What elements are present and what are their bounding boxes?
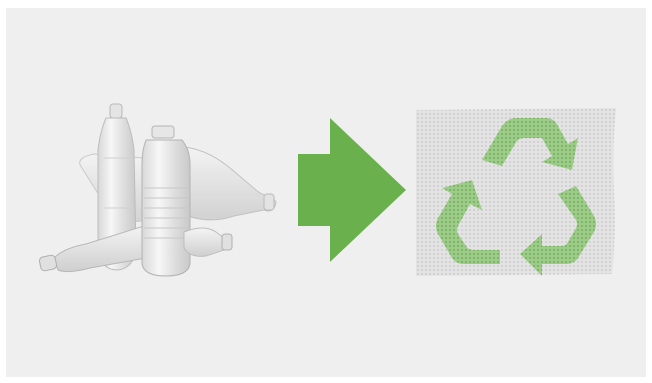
- plastic-bottles-image: [34, 98, 282, 282]
- standing-bottle-ribbed: [142, 126, 190, 276]
- lying-bottle-small: [184, 228, 232, 256]
- right-arrow-icon: [298, 118, 406, 262]
- recycled-fabric-image: [416, 108, 620, 278]
- illustration-panel: [6, 8, 646, 377]
